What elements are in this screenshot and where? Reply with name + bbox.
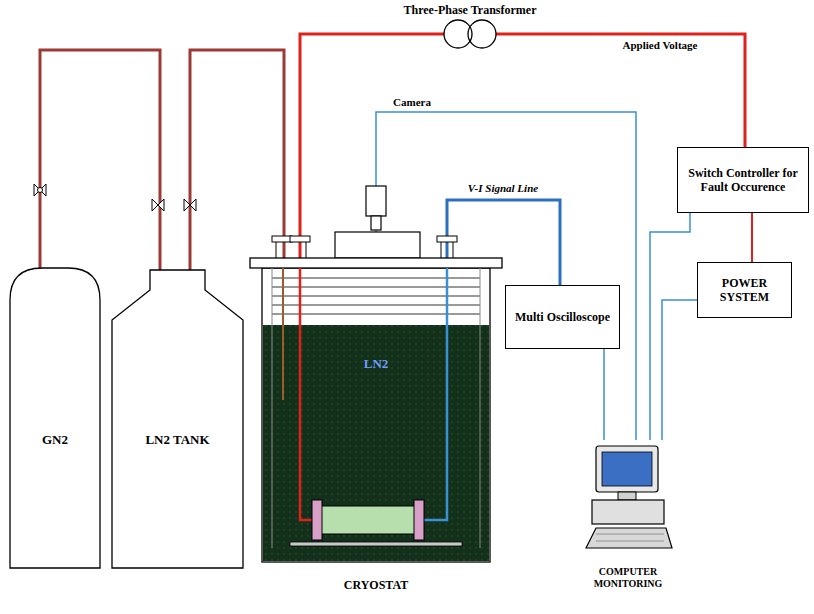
flange <box>437 236 457 242</box>
flange <box>290 236 310 242</box>
shield-line <box>272 287 480 288</box>
flange-post <box>276 242 277 258</box>
hts-specimen <box>318 506 418 534</box>
transformer-winding <box>468 20 496 48</box>
node-text: LN2 <box>262 356 490 372</box>
transformer: Three-Phase Transformer <box>444 20 496 48</box>
node-text: POWER SYSTEM <box>704 276 785 305</box>
camera-lens <box>371 216 381 230</box>
shield-line <box>272 305 480 306</box>
node-text: LN2 TANK <box>112 432 243 448</box>
computer: COMPUTER MONITORING <box>584 440 672 550</box>
camera-body <box>366 186 386 216</box>
node-text: Multi Oscilloscope <box>515 310 610 324</box>
node-text: GN2 <box>10 432 100 448</box>
flange <box>272 236 292 242</box>
connector-line <box>751 213 753 262</box>
connector-line <box>300 34 444 258</box>
specimen-terminal <box>312 500 322 540</box>
gas-cylinder: GN2 <box>10 268 100 568</box>
switch-controller-box: Switch Controller for Fault Occurence <box>677 147 809 213</box>
computer-case <box>592 500 664 524</box>
gas-cylinder <box>10 268 100 568</box>
monitor-stand <box>618 492 636 500</box>
node-text: Three-Phase Transformer <box>404 3 537 17</box>
cryostat: LN2CRYOSTAT <box>262 258 490 562</box>
shield-line <box>272 296 480 297</box>
keyboard <box>586 528 672 548</box>
valve-symbol <box>34 184 46 196</box>
connector-label: Applied Voltage <box>621 39 700 52</box>
monitor-screen <box>602 452 652 486</box>
connector-line <box>190 50 284 270</box>
valve-symbol <box>38 188 43 193</box>
node-text: COMPUTER MONITORING <box>580 566 676 590</box>
signal-lead <box>424 268 447 520</box>
flange-post <box>453 242 454 258</box>
connector-label: V-I Signal Line <box>466 182 540 195</box>
node-heading: CRYOSTAT <box>344 578 408 592</box>
inner-wall <box>480 268 481 548</box>
connector-line <box>603 349 605 440</box>
specimen-terminal <box>414 500 424 540</box>
shield-line <box>272 278 480 279</box>
ln2-tank <box>112 270 243 568</box>
shield-line <box>272 314 480 315</box>
flange-post <box>441 242 442 258</box>
viewport-box <box>335 232 420 258</box>
connector-line <box>496 34 745 147</box>
cryostat-lid <box>250 258 502 268</box>
oscilloscope-box: Multi Oscilloscope <box>505 285 620 349</box>
ln2-inlet-pipe <box>282 268 284 400</box>
connector-label: Camera <box>391 96 433 109</box>
cryostat-vessel <box>262 268 490 562</box>
keyboard-keys <box>596 534 664 541</box>
inner-wall <box>272 268 273 548</box>
radiation-shields <box>272 278 480 314</box>
current-lead <box>300 268 312 520</box>
flange-post <box>306 242 307 258</box>
connector-line <box>650 213 690 440</box>
connector-line <box>662 300 697 440</box>
key-row <box>596 534 664 535</box>
key-row <box>596 541 664 542</box>
computer-monitor <box>596 446 658 492</box>
connector-line <box>40 50 160 270</box>
valve-symbol <box>152 199 164 211</box>
ln2-bath <box>263 325 489 561</box>
node-text: Switch Controller for Fault Occurence <box>684 166 802 195</box>
ln2-tank: LN2 TANK <box>112 270 243 568</box>
base-plate <box>290 542 462 546</box>
power-system-box: POWER SYSTEM <box>697 262 792 318</box>
valve-symbol <box>184 199 196 211</box>
